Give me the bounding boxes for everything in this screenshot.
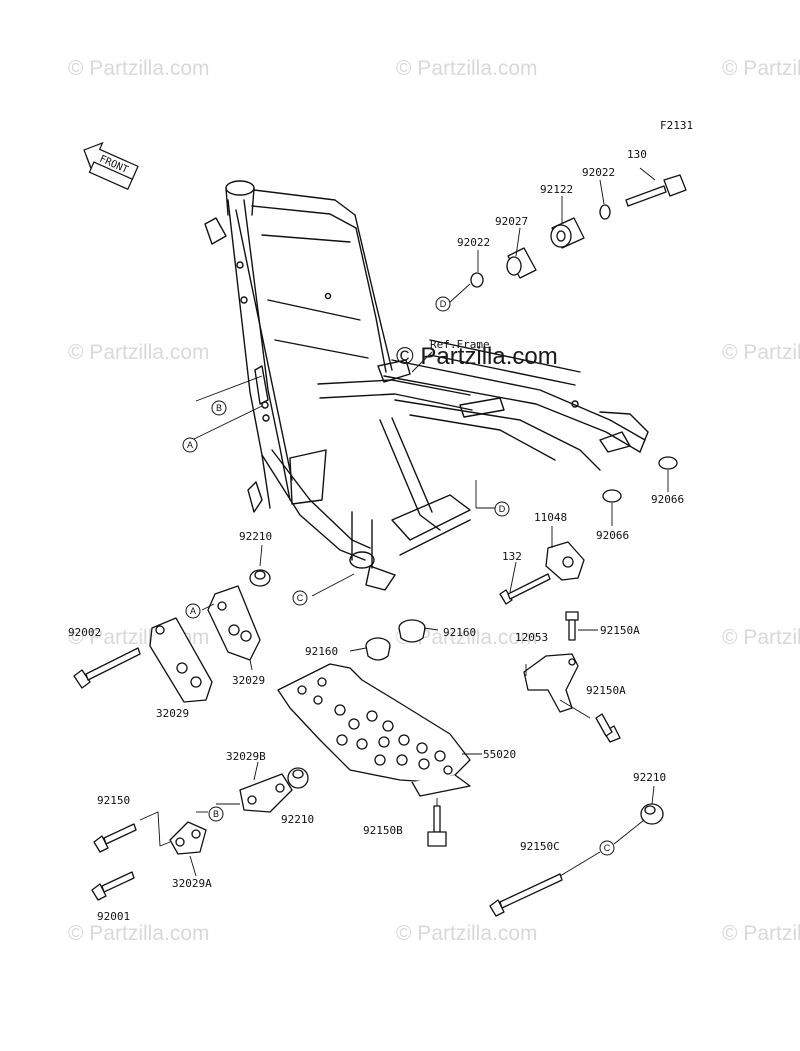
collar-92122-icon bbox=[550, 217, 585, 249]
motorcycle-frame bbox=[204, 180, 649, 591]
label-12053: 12053 bbox=[515, 631, 548, 644]
label-92160: 92160 bbox=[305, 645, 338, 658]
label-92210: 92210 bbox=[633, 771, 666, 784]
main-watermark: © Partzilla.com bbox=[396, 343, 558, 370]
bolt-92150B-icon bbox=[427, 805, 447, 847]
bolt-92150A-icon bbox=[595, 713, 621, 743]
watermark: © Partzilla.com bbox=[68, 341, 210, 364]
diagram-code: F2131 bbox=[660, 119, 693, 132]
watermark: © Partzilla.com bbox=[722, 57, 800, 80]
watermark: © Partzilla.com bbox=[396, 57, 538, 80]
label-32029: 32029 bbox=[156, 707, 189, 720]
bolt-92150A-icon bbox=[565, 611, 579, 641]
part-labels: 130 92022 92122 92027 92022 92066 92066 … bbox=[68, 148, 684, 923]
washer-92022-icon bbox=[470, 272, 484, 288]
plate-32029A-icon bbox=[169, 821, 207, 855]
callout-a-plate: A bbox=[185, 603, 201, 619]
collar-92210-icon bbox=[640, 803, 664, 825]
label-32029: 32029 bbox=[232, 674, 265, 687]
callout-b-frame: B bbox=[211, 400, 227, 416]
label-132: 132 bbox=[502, 550, 522, 563]
label-92022: 92022 bbox=[457, 236, 490, 249]
bracket-11048-icon bbox=[545, 541, 585, 581]
bracket-12053-icon bbox=[523, 653, 579, 713]
label-92150: 92150 bbox=[97, 794, 130, 807]
svg-text:C: C bbox=[604, 843, 611, 853]
cap-92160-icon bbox=[365, 637, 391, 661]
svg-text:A: A bbox=[190, 606, 196, 616]
svg-text:B: B bbox=[213, 809, 219, 819]
svg-text:B: B bbox=[216, 403, 222, 413]
label-92027: 92027 bbox=[495, 215, 528, 228]
label-92150C: 92150C bbox=[520, 840, 560, 853]
watermark: © Partzilla.com bbox=[68, 922, 210, 945]
bolt-130-icon bbox=[625, 174, 687, 207]
bolt-132-icon bbox=[499, 573, 551, 605]
front-arrow-icon: FRONT bbox=[83, 141, 139, 191]
cap-92160-icon bbox=[398, 619, 426, 643]
bushing-92027-icon bbox=[506, 247, 537, 279]
bolt-92150-icon bbox=[93, 823, 137, 853]
callout-b-plate: B bbox=[208, 806, 224, 822]
plate-32029-icon bbox=[207, 585, 261, 661]
watermark: © Partzilla.com bbox=[722, 922, 800, 945]
callout-a-frame: A bbox=[182, 437, 198, 453]
label-92210: 92210 bbox=[281, 813, 314, 826]
label-32029A: 32029A bbox=[172, 877, 212, 890]
plate-32029-icon bbox=[149, 617, 213, 703]
label-92150B: 92150B bbox=[363, 824, 403, 837]
label-55020: 55020 bbox=[483, 748, 516, 761]
skid-plate-55020-icon bbox=[277, 663, 471, 797]
collar-92210-icon bbox=[249, 569, 271, 587]
svg-text:C: C bbox=[297, 593, 304, 603]
callout-c-frame: C bbox=[292, 590, 308, 606]
callout-c-bolt: C bbox=[599, 840, 615, 856]
label-92122: 92122 bbox=[540, 183, 573, 196]
watermark: © Partzilla.com bbox=[396, 922, 538, 945]
plate-32029B-icon bbox=[239, 773, 293, 813]
label-92210: 92210 bbox=[239, 530, 272, 543]
watermark: © Partzilla.com bbox=[722, 626, 800, 649]
bolt-92001-icon bbox=[91, 871, 135, 901]
label-92022: 92022 bbox=[582, 166, 615, 179]
label-130: 130 bbox=[627, 148, 647, 161]
label-11048: 11048 bbox=[534, 511, 567, 524]
callout-d-top: D bbox=[435, 296, 451, 312]
label-92150A: 92150A bbox=[586, 684, 626, 697]
label-92001: 92001 bbox=[97, 910, 130, 923]
watermark: © Partzilla.com bbox=[68, 57, 210, 80]
watermarks: © Partzilla.com © Partzilla.com © Partzi… bbox=[68, 57, 800, 945]
bolt-92150C-icon bbox=[489, 873, 563, 917]
svg-text:A: A bbox=[187, 440, 193, 450]
bolt-92002-icon bbox=[73, 647, 141, 689]
label-92066: 92066 bbox=[596, 529, 629, 542]
label-92066: 92066 bbox=[651, 493, 684, 506]
cap-92066-icon bbox=[602, 489, 622, 503]
cap-92066-icon bbox=[658, 456, 678, 470]
watermark: © Partzilla.com bbox=[722, 341, 800, 364]
svg-text:D: D bbox=[499, 504, 506, 514]
washer-92022-icon bbox=[599, 204, 611, 220]
label-32029B: 32029B bbox=[226, 750, 266, 763]
label-92150A: 92150A bbox=[600, 624, 640, 637]
svg-text:D: D bbox=[440, 299, 447, 309]
callout-d-frame: D bbox=[494, 501, 510, 517]
label-92002: 92002 bbox=[68, 626, 101, 639]
watermark: © Partzilla.com bbox=[396, 626, 538, 649]
collar-92210-icon bbox=[287, 767, 309, 789]
leader-lines bbox=[191, 167, 656, 877]
label-92160: 92160 bbox=[443, 626, 476, 639]
ref-frame-label: Ref.Frame bbox=[430, 338, 490, 351]
